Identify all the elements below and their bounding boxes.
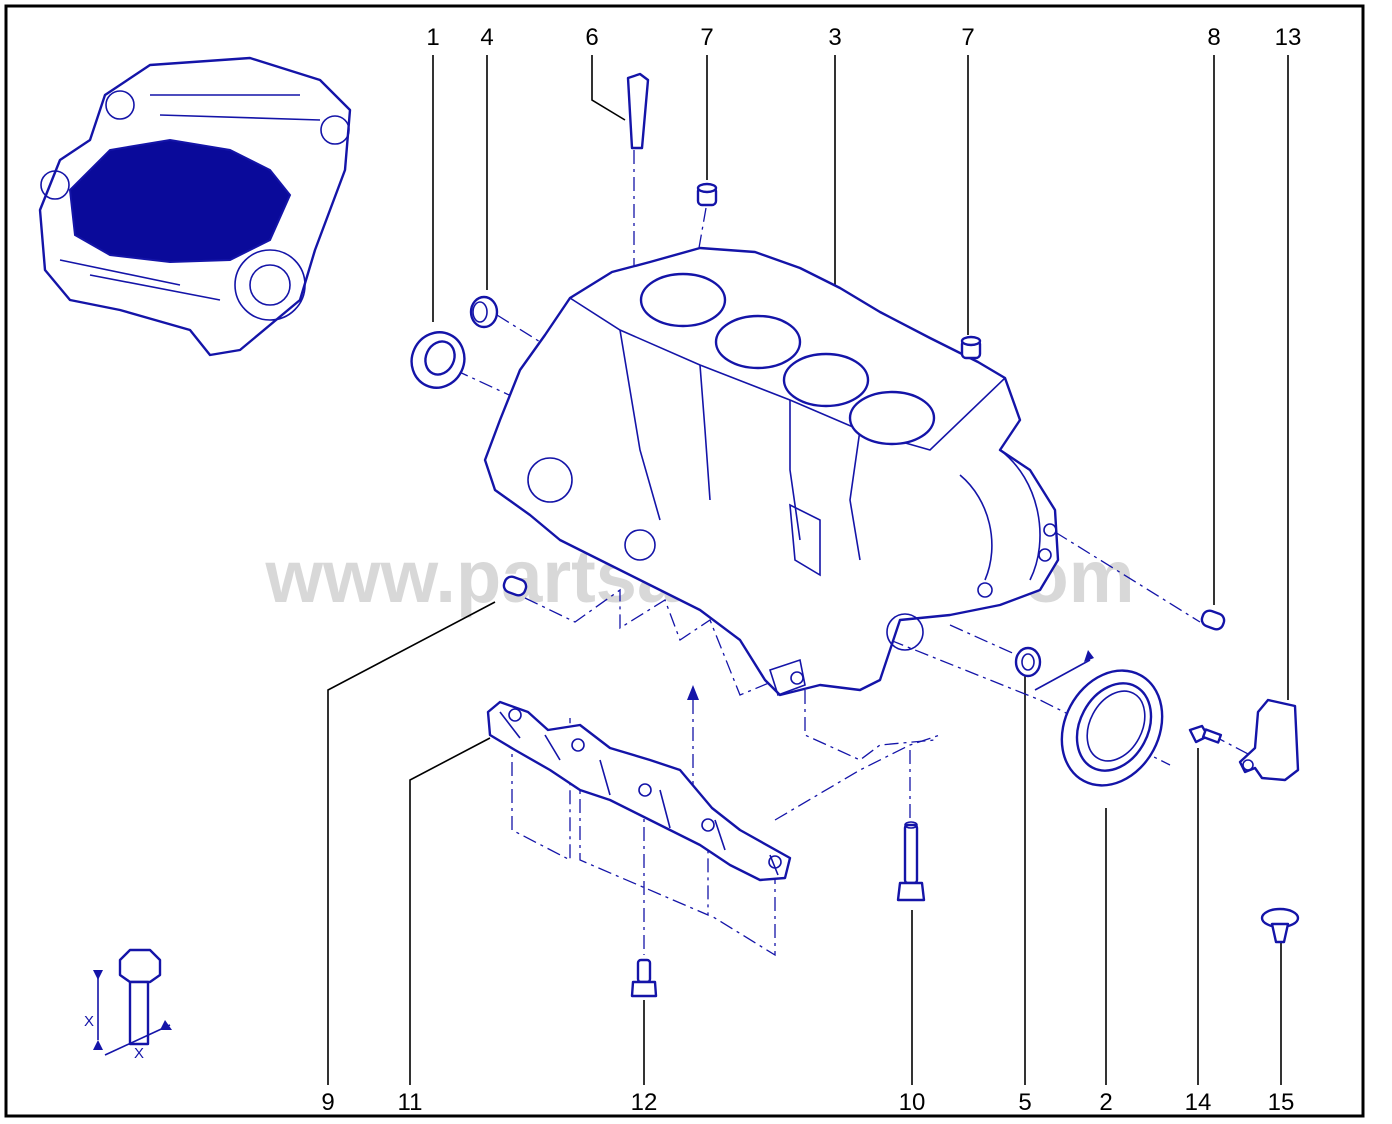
callout-7-left: 7 xyxy=(700,24,713,51)
part-6-dipstick-guide xyxy=(626,72,650,150)
callout-10: 10 xyxy=(899,1089,926,1116)
callout-8: 8 xyxy=(1207,24,1220,51)
callout-7-right: 7 xyxy=(961,24,974,51)
callout-4: 4 xyxy=(480,24,493,51)
part-7-dowel-left xyxy=(696,182,718,207)
part-15-clip xyxy=(1260,907,1300,944)
part-13-bracket xyxy=(1238,698,1300,782)
part-11-stiffener xyxy=(486,700,792,882)
part-9-dowel-pin xyxy=(502,575,528,597)
part-7-dowel-right xyxy=(960,335,982,360)
part-2-rear-seal xyxy=(1060,669,1164,787)
callout-6: 6 xyxy=(585,24,598,51)
depth-x-label: X xyxy=(134,1045,144,1062)
callout-1: 1 xyxy=(426,24,439,51)
callout-12: 12 xyxy=(631,1089,658,1116)
callout-3: 3 xyxy=(828,24,841,51)
x-arrow-marker xyxy=(1034,650,1094,691)
part-10-long-bolt xyxy=(896,821,926,902)
part-12-bolt xyxy=(630,958,658,998)
callout-13: 13 xyxy=(1275,24,1302,51)
engine-thumbnail xyxy=(38,56,352,357)
engine-block xyxy=(483,246,1060,697)
bolt-length-symbol: X X xyxy=(84,948,172,1062)
diagram-frame xyxy=(4,4,1365,1118)
callout-2: 2 xyxy=(1099,1089,1112,1116)
part-1-front-seal xyxy=(410,331,466,389)
part-8-dowel-pin xyxy=(1200,609,1226,631)
callout-9: 9 xyxy=(321,1089,334,1116)
callout-15: 15 xyxy=(1268,1089,1295,1116)
leader-lines xyxy=(327,55,1289,1085)
callout-14: 14 xyxy=(1185,1089,1212,1116)
length-x-label: X xyxy=(84,1013,94,1030)
assembly-arrow xyxy=(687,685,699,700)
callout-11: 11 xyxy=(398,1089,423,1116)
part-4-plug xyxy=(469,295,499,329)
part-14-bolt xyxy=(1188,724,1223,744)
part-5-sleeve xyxy=(1014,646,1042,678)
callout-5: 5 xyxy=(1018,1089,1031,1116)
